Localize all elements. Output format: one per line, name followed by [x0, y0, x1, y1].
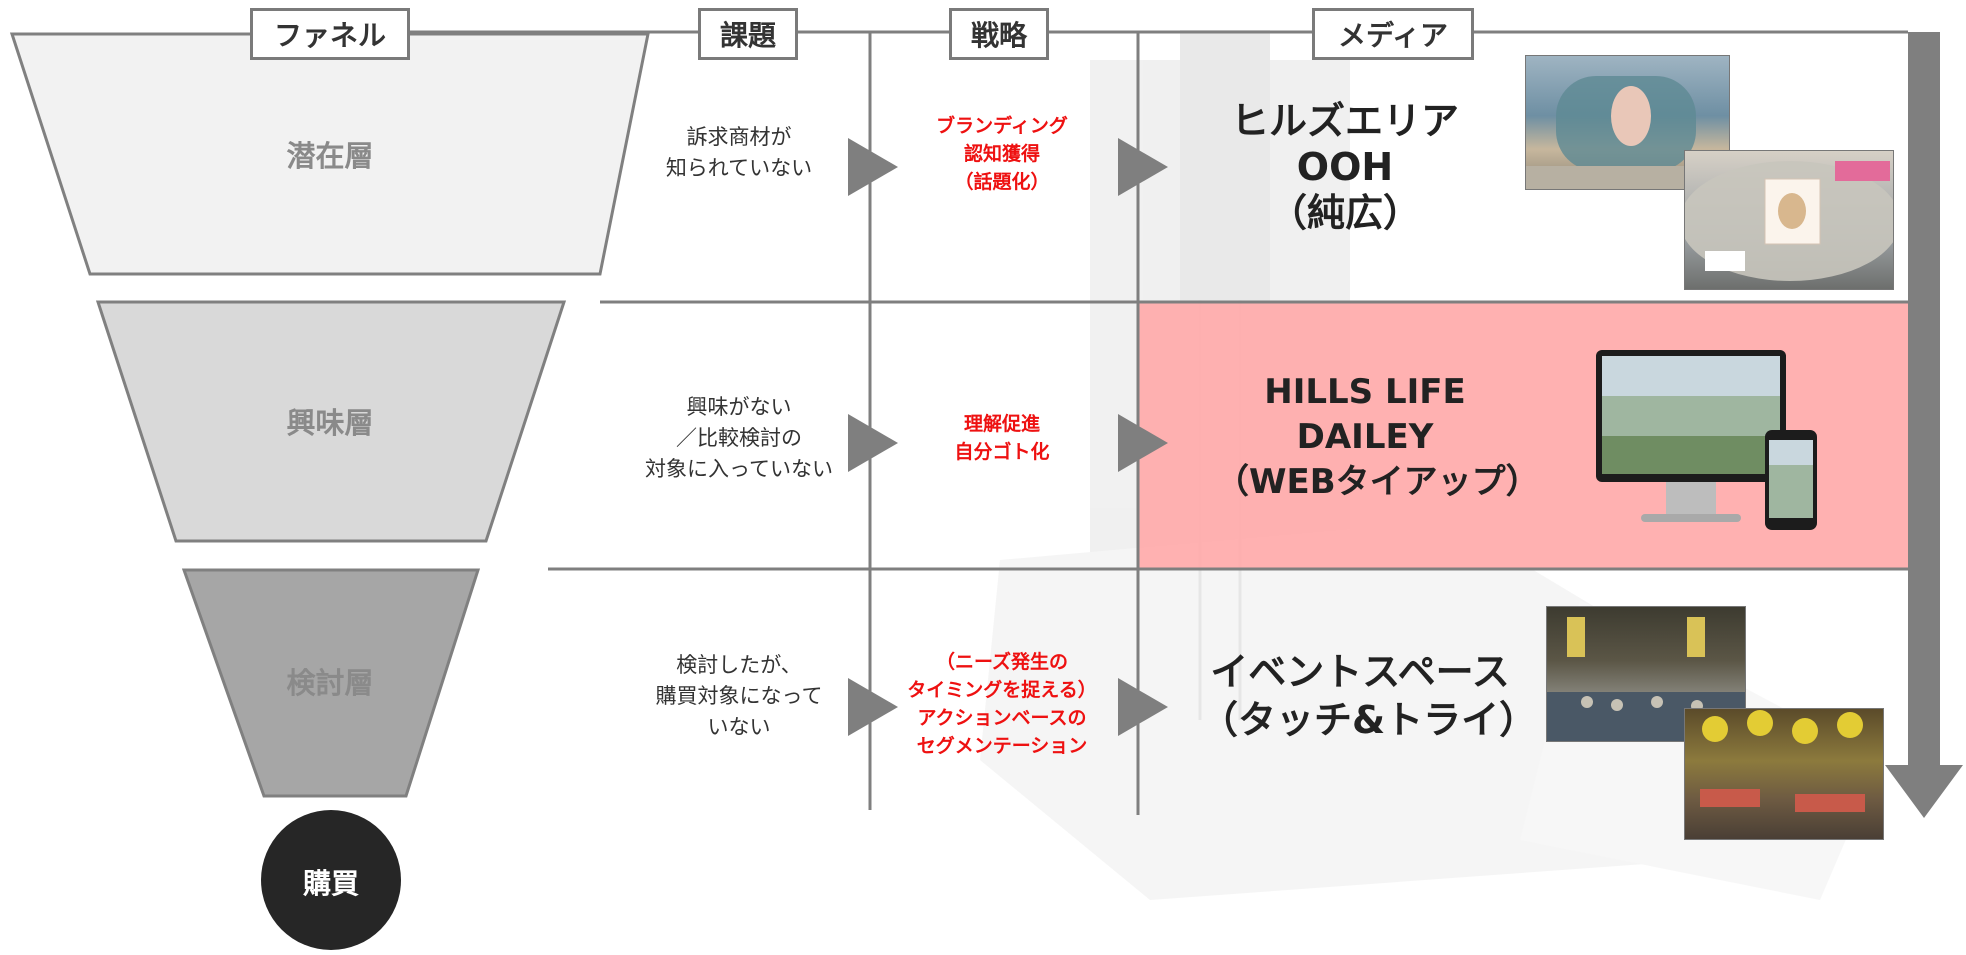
funnel-layer-3-label: 検討層: [286, 666, 374, 700]
strategy-row-3-line-2: タイミングを捉える）: [907, 679, 1097, 701]
media-row-1: ヒルズエリア OOH （純広）: [1215, 98, 1475, 236]
strategy-row-2: 理解促進 自分ゴト化: [887, 410, 1117, 466]
strategy-row-3: （ニーズ発生の タイミングを捉える） アクションベースの セグメンテーション: [887, 648, 1117, 760]
desktop-monitor-image: [1596, 350, 1786, 522]
funnel-layer-2-shape: [95, 300, 567, 543]
issue-row-2: 興味がない ／比較検討の 対象に入っていない: [624, 392, 854, 485]
issue-row-1-line-2: 知られていない: [665, 156, 813, 180]
media-row-2: HILLS LIFE DAILEY （WEBタイアップ）: [1215, 370, 1540, 505]
issue-row-2-line-3: 対象に入っていない: [645, 457, 833, 481]
issue-row-1: 訴求商材が 知られていない: [624, 122, 854, 184]
issue-row-1-line-1: 訴求商材が: [686, 125, 792, 149]
strategy-row-2-line-2: 自分ゴト化: [954, 441, 1050, 463]
issue-row-3-line-3: いない: [707, 715, 771, 739]
issue-row-3-line-2: 購買対象になって: [655, 684, 823, 708]
header-issue: 課題: [698, 8, 798, 60]
funnel-layer-2-label: 興味層: [286, 406, 374, 440]
ooh-photo-2: [1684, 150, 1894, 290]
event-photo-2: [1684, 708, 1884, 840]
media-row-1-line-3: （純広）: [1268, 191, 1421, 235]
strategy-row-3-line-3: アクションベースの: [917, 707, 1087, 729]
media-row-3-line-1: イベントスペース: [1210, 650, 1510, 694]
issue-row-3: 検討したが、 購買対象になって いない: [624, 650, 854, 743]
desktop-monitor-mockup: [1596, 350, 1786, 528]
strategy-row-1-line-2: 認知獲得: [963, 143, 1040, 165]
arrow-row1-issue: [848, 138, 898, 196]
strategy-row-1-line-1: ブランディング: [936, 115, 1068, 137]
purchase-circle: [261, 810, 401, 950]
arrow-row1-strategy: [1118, 138, 1168, 196]
media-row-3: イベントスペース （タッチ&トライ）: [1200, 648, 1538, 744]
issue-row-3-line-1: 検討したが、: [676, 653, 802, 677]
media-row-2-line-2: DAILEY: [1296, 417, 1434, 457]
smartphone-mockup: [1765, 430, 1817, 530]
event-photo-2-image: [1700, 710, 1865, 812]
strategy-row-1: ブランディング 認知獲得 （話題化）: [887, 112, 1117, 196]
flow-down-arrow: [1885, 32, 1963, 818]
header-funnel: ファネル: [250, 8, 410, 60]
media-row-2-line-3: （WEBタイアップ）: [1215, 462, 1540, 502]
arrow-row3-strategy: [1118, 678, 1168, 736]
strategy-row-3-line-4: セグメンテーション: [916, 735, 1088, 757]
funnel-layer-1-label: 潜在層: [286, 139, 374, 173]
header-strategy: 戦略: [949, 8, 1049, 60]
smartphone-image: [1765, 430, 1817, 530]
arrow-row2-issue: [848, 414, 898, 472]
strategy-row-2-line-1: 理解促進: [963, 413, 1040, 435]
funnel-layer-1-shape: [9, 32, 650, 276]
media-row-1-line-2: OOH: [1296, 145, 1394, 189]
strategy-row-1-line-3: （話題化）: [954, 171, 1050, 193]
ooh-photo-1-image: [1526, 76, 1729, 189]
funnel-layer-3-shape: [181, 568, 481, 798]
arrow-row2-strategy: [1118, 414, 1168, 472]
issue-row-2-line-1: 興味がない: [686, 395, 792, 419]
ooh-photo-2-image: [1685, 161, 1893, 281]
media-row-1-line-1: ヒルズエリア: [1230, 99, 1459, 143]
arrow-row3-issue: [848, 678, 898, 736]
media-row-2-line-1: HILLS LIFE: [1264, 372, 1466, 412]
issue-row-2-line-2: ／比較検討の: [676, 426, 802, 450]
strategy-row-3-line-1: （ニーズ発生の: [935, 651, 1069, 673]
header-media: メディア: [1312, 8, 1474, 60]
purchase-label: 購買: [302, 867, 359, 900]
media-row-3-line-2: （タッチ&トライ）: [1200, 698, 1538, 742]
